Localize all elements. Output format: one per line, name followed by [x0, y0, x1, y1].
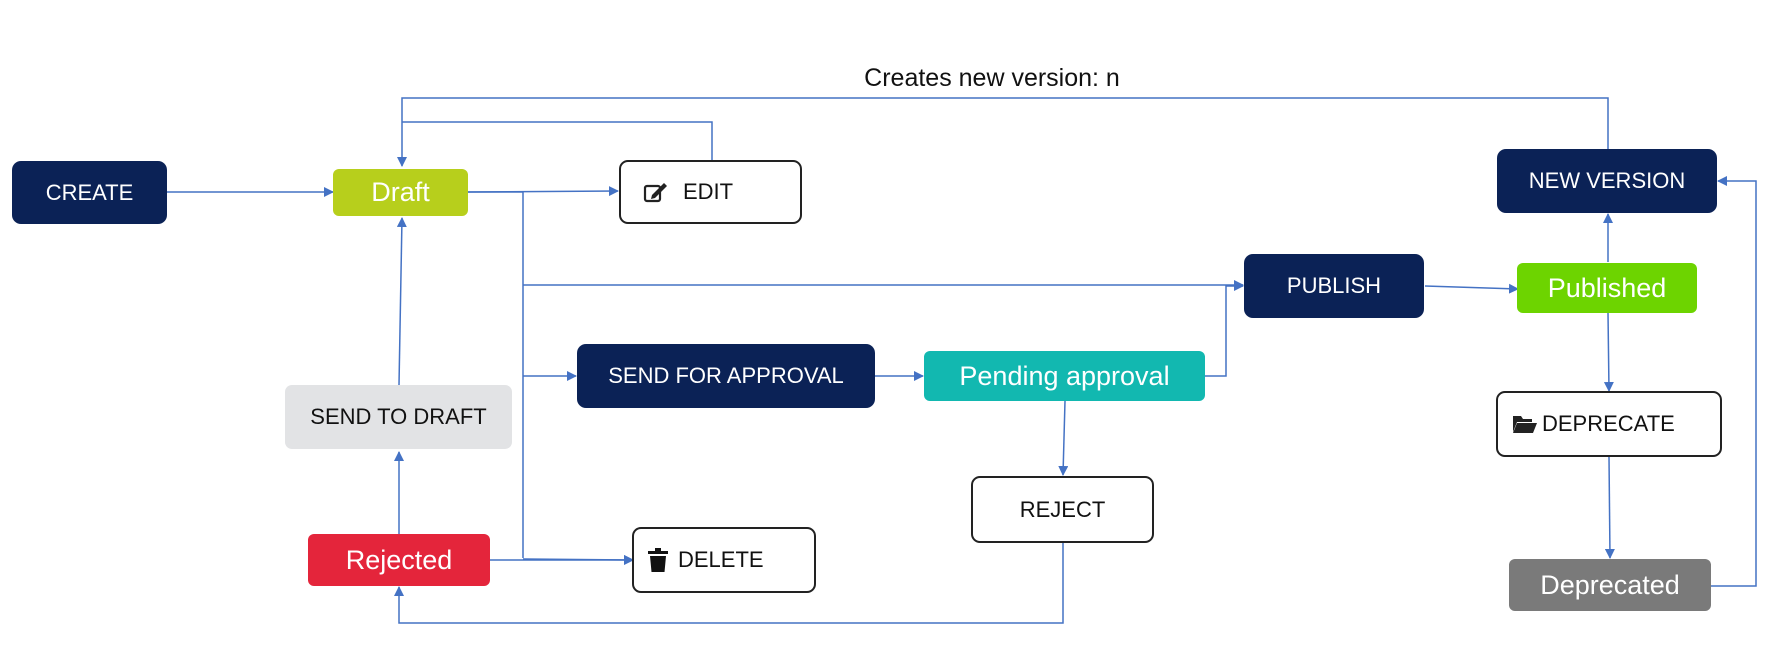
edit-node[interactable]: EDIT: [619, 160, 802, 224]
connector-pending-publish: [1205, 281, 1244, 377]
connector-newversion-draft: [397, 97, 1609, 167]
edit-icon: [643, 181, 669, 203]
new-version-node[interactable]: NEW VERSION: [1497, 149, 1717, 213]
connector-sendtodraft-draft: [396, 217, 407, 386]
deprecated-state: Deprecated: [1509, 559, 1711, 611]
send-to-draft-node[interactable]: SEND TO DRAFT: [285, 385, 512, 449]
connector-reject-rejected: [394, 543, 1064, 624]
new-version-loop-label: Creates new version: n: [864, 64, 1120, 92]
pending-approval-state: Pending approval: [924, 351, 1205, 401]
publish-node[interactable]: PUBLISH: [1244, 254, 1424, 318]
create-label: CREATE: [45, 179, 134, 205]
connector-publish-published: [1424, 283, 1519, 294]
trash-icon: [648, 548, 668, 572]
connector-draft-branch: [468, 191, 524, 558]
draft-label: Draft: [371, 177, 430, 207]
reject-node[interactable]: REJECT: [971, 476, 1154, 543]
published-state: Published: [1517, 263, 1697, 313]
deprecated-label: Deprecated: [1540, 569, 1680, 600]
delete-label: DELETE: [678, 547, 764, 572]
new-version-label: NEW VERSION: [1528, 168, 1686, 193]
connector-edit-draft: [402, 121, 713, 160]
pending-approval-label: Pending approval: [959, 360, 1170, 391]
connector-published-deprecate: [1603, 312, 1614, 392]
delete-node[interactable]: DELETE: [632, 527, 816, 593]
rejected-state: Rejected: [308, 534, 490, 586]
published-label: Published: [1547, 272, 1667, 303]
edit-label: EDIT: [683, 179, 734, 204]
deprecate-node[interactable]: DEPRECATE: [1496, 391, 1722, 457]
rejected-label: Rejected: [345, 544, 453, 575]
deprecate-label: DEPRECATE: [1542, 411, 1675, 436]
draft-state: Draft: [333, 169, 468, 216]
connector-pending-reject: [1058, 400, 1069, 476]
send-for-approval-label: SEND FOR APPROVAL: [608, 363, 844, 388]
connector-deprecate-deprecated: [1604, 456, 1615, 559]
connector-deprecated-newversion: [1711, 176, 1757, 587]
publish-label: PUBLISH: [1286, 273, 1382, 298]
send-to-draft-label: SEND TO DRAFT: [310, 404, 487, 429]
send-for-approval-node[interactable]: SEND FOR APPROVAL: [577, 344, 875, 408]
create-node[interactable]: CREATE: [12, 161, 167, 224]
folder-open-icon: [1512, 414, 1538, 434]
reject-label: REJECT: [1019, 496, 1106, 522]
